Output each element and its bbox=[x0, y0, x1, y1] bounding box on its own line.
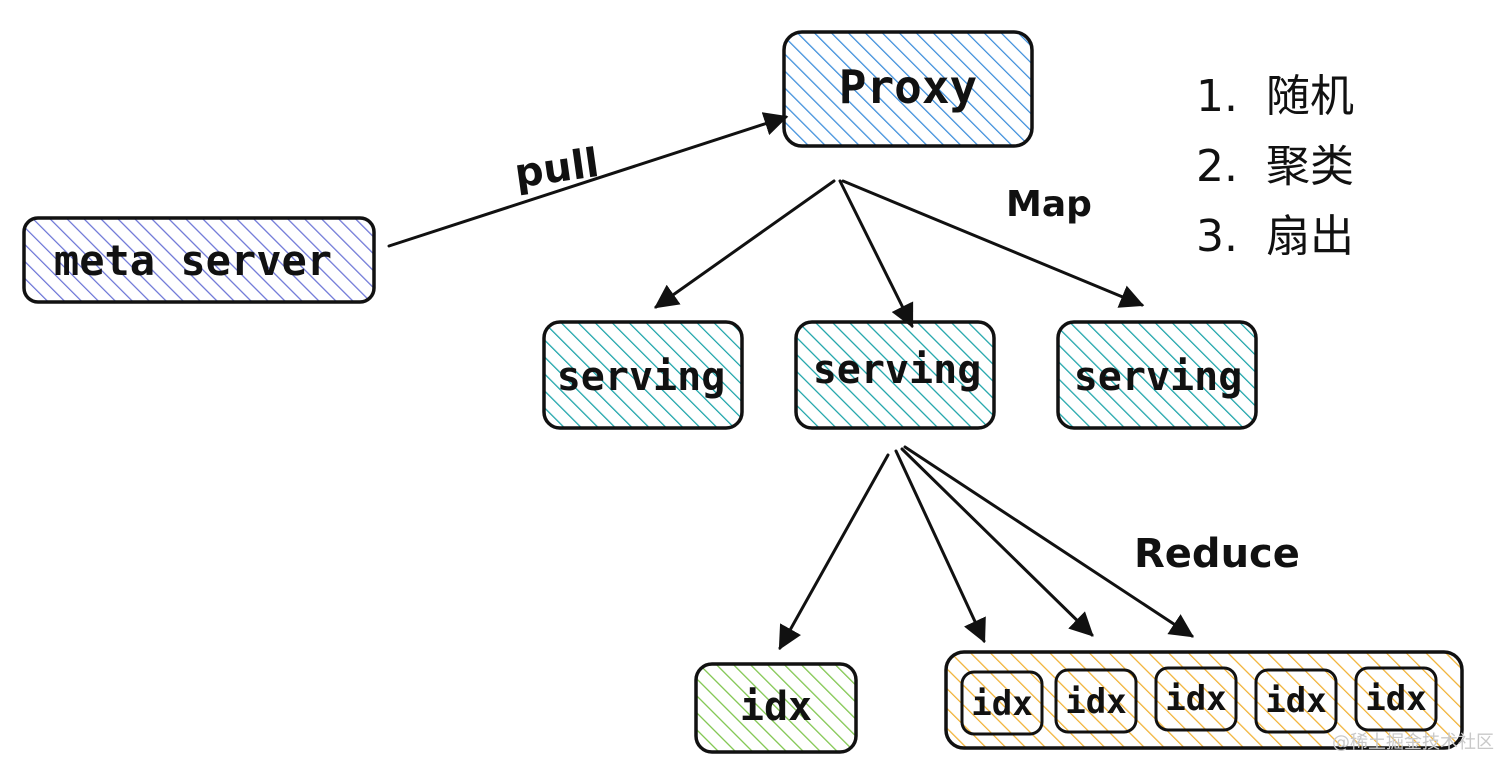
step-number: 3. bbox=[1196, 211, 1238, 262]
idx-label: idx bbox=[1365, 679, 1426, 719]
idx-label: idx bbox=[1265, 681, 1326, 721]
idx-label: idx bbox=[740, 684, 812, 730]
step-item: 3. 扇出 bbox=[1196, 202, 1354, 272]
meta-server-node: meta server bbox=[22, 216, 376, 304]
serving-label: serving bbox=[557, 354, 726, 400]
idx-group-item: idx bbox=[960, 670, 1044, 736]
step-text: 随机 bbox=[1266, 71, 1354, 122]
edge-serving-to-idx-2 bbox=[900, 447, 1094, 637]
idx-label: idx bbox=[1065, 682, 1126, 722]
step-number: 2. bbox=[1196, 141, 1238, 192]
watermark: @稀土掘金技术社区 bbox=[1332, 732, 1494, 753]
idx-group-item: idx bbox=[1054, 668, 1138, 734]
edge-label-pull: pull bbox=[512, 140, 602, 197]
meta-server-label: meta server bbox=[54, 236, 332, 285]
edge-label-map: Map bbox=[1006, 184, 1092, 225]
edge-proxy-to-serving-2 bbox=[838, 179, 914, 329]
idx-group-node: idx idx idx idx idx bbox=[944, 650, 1464, 750]
edge-proxy-to-serving-3 bbox=[841, 179, 1145, 308]
idx-label: idx bbox=[971, 684, 1032, 724]
edge-proxy-to-serving-1 bbox=[654, 179, 836, 309]
idx-label: idx bbox=[1165, 679, 1226, 719]
idx-group-item: idx bbox=[1354, 666, 1438, 732]
edge-serving-to-idx-single bbox=[778, 453, 890, 651]
edge-label-reduce: Reduce bbox=[1134, 531, 1300, 577]
step-text: 聚类 bbox=[1266, 141, 1354, 192]
idx-node-single: idx bbox=[694, 662, 858, 754]
serving-label: serving bbox=[813, 347, 982, 393]
serving-node-2: serving bbox=[794, 320, 996, 430]
idx-group-item: idx bbox=[1254, 668, 1338, 734]
step-item: 1. 随机 bbox=[1196, 62, 1354, 132]
serving-node-1: serving bbox=[542, 320, 744, 430]
idx-group-item: idx bbox=[1154, 666, 1238, 732]
step-number: 1. bbox=[1196, 71, 1238, 122]
serving-node-3: serving bbox=[1056, 320, 1258, 430]
proxy-node: Proxy bbox=[782, 30, 1034, 148]
edge-serving-to-idx-1 bbox=[894, 449, 986, 644]
serving-label: serving bbox=[1074, 354, 1243, 400]
steps-list: 1. 随机 2. 聚类 3. 扇出 bbox=[1196, 62, 1354, 272]
proxy-label: Proxy bbox=[839, 60, 977, 114]
edge-meta-to-proxy bbox=[387, 112, 789, 248]
edge-serving-to-idx-3 bbox=[903, 445, 1195, 638]
step-item: 2. 聚类 bbox=[1196, 132, 1354, 202]
step-text: 扇出 bbox=[1266, 211, 1354, 262]
